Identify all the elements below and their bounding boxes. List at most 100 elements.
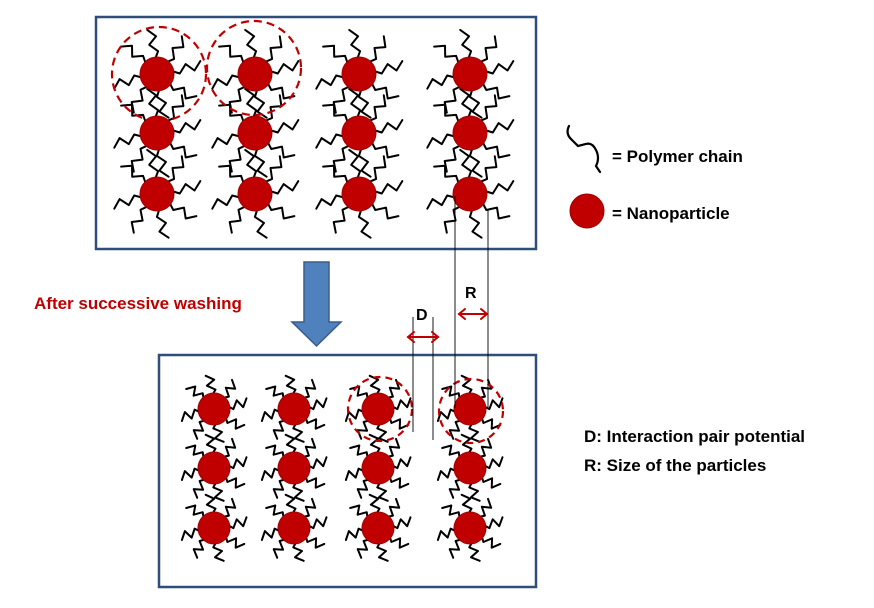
polymer-chain xyxy=(146,148,160,181)
polymer-chain xyxy=(376,421,389,443)
polymer-chain xyxy=(468,421,481,443)
polymer-chain xyxy=(228,144,248,173)
nanoparticle xyxy=(197,392,231,426)
polymer-chain xyxy=(266,81,296,100)
polymer-chain xyxy=(481,201,511,220)
polymer-chain xyxy=(113,194,144,210)
polymer-chain xyxy=(146,28,160,61)
polymer-chain xyxy=(426,74,457,90)
nanoparticle xyxy=(341,176,377,212)
nanoparticle xyxy=(277,511,311,545)
polymer-chain xyxy=(165,155,185,184)
polymer-chain xyxy=(226,516,248,530)
polymer-chain xyxy=(478,94,498,123)
polymer-chain xyxy=(301,437,317,458)
polymer-chain xyxy=(480,415,502,430)
polymer-chain xyxy=(443,205,463,234)
polymer-chain xyxy=(468,146,483,178)
polymer-chain xyxy=(266,201,296,220)
nanoparticle xyxy=(237,115,273,151)
polymer-chain xyxy=(370,201,400,220)
polymer-chain xyxy=(388,474,410,489)
polymer-chain xyxy=(226,456,248,470)
polymer-chain xyxy=(482,397,504,411)
nanoparticle xyxy=(452,115,488,151)
polymer-chain xyxy=(268,180,300,195)
nanoparticle xyxy=(452,56,488,92)
polymer-chain xyxy=(212,540,225,562)
polymer-chain xyxy=(292,480,305,502)
polymer-chain xyxy=(221,497,237,518)
polymer-chain xyxy=(332,85,352,114)
polymer-chain xyxy=(130,85,150,114)
polymer-chain xyxy=(443,144,463,173)
polymer-chain xyxy=(315,74,346,90)
polymer-chain xyxy=(356,478,371,499)
polymer-chain xyxy=(263,35,283,64)
polymer-chain xyxy=(284,433,297,456)
polymer-chain xyxy=(482,456,504,470)
polymer-chain xyxy=(376,540,389,562)
definition-r: R: Size of the particles xyxy=(584,456,766,475)
polymer-chain xyxy=(481,140,511,159)
polymer-chain xyxy=(459,87,473,120)
polymer-chain xyxy=(368,433,381,456)
polymer-chain xyxy=(155,87,170,119)
polymer-chain xyxy=(367,94,387,123)
polymer-chain xyxy=(322,44,349,65)
polymer-chain xyxy=(155,146,170,178)
polymer-chain xyxy=(483,119,515,134)
polymer-chain xyxy=(170,60,202,75)
interaction-circle xyxy=(346,375,414,443)
polymer-chain xyxy=(155,207,170,239)
polymer-chain xyxy=(481,81,511,100)
nanoparticle xyxy=(237,56,273,92)
polymer-chain xyxy=(185,504,205,520)
polymer-chain xyxy=(272,538,287,559)
polymer-chain xyxy=(356,419,371,440)
nanoparticle xyxy=(453,392,487,426)
polymer-chain xyxy=(165,35,185,64)
nanoparticle xyxy=(452,176,488,212)
polymer-chain xyxy=(357,207,372,239)
polymer-chain xyxy=(390,456,412,470)
polymer-chain xyxy=(268,119,300,134)
polymer-chain xyxy=(460,433,473,456)
nanoparticle xyxy=(197,451,231,485)
polymer-chain xyxy=(433,103,460,124)
polymer-chain xyxy=(356,538,371,559)
polymer-chain xyxy=(468,87,483,119)
polymer-chain xyxy=(180,527,202,541)
polymer-chain xyxy=(120,164,147,185)
polymer-chain xyxy=(349,504,369,520)
top-panel-frame xyxy=(94,15,538,251)
polymer-chain xyxy=(426,194,457,210)
polymer-chain xyxy=(244,148,258,181)
polymer-chain xyxy=(385,497,401,518)
nanoparticle xyxy=(341,56,377,92)
polymer-chain xyxy=(483,60,515,75)
polymer-chain xyxy=(268,60,300,75)
polymer-chain xyxy=(253,207,268,239)
polymer-chain xyxy=(448,478,463,499)
polymer-chain xyxy=(265,385,285,401)
polymer-chain xyxy=(468,540,481,562)
polymer-chain xyxy=(304,534,326,549)
polymer-chain xyxy=(460,493,473,516)
polymer-chain xyxy=(212,480,225,502)
polymer-chain xyxy=(368,374,381,397)
interaction-circle xyxy=(110,25,208,123)
polymer-chain xyxy=(224,534,246,549)
nanoparticle xyxy=(139,176,175,212)
polymer-chain xyxy=(332,144,352,173)
polymer-chain xyxy=(390,516,412,530)
polymer-chain xyxy=(344,467,366,481)
interaction-circle xyxy=(205,19,303,117)
polymer-chain xyxy=(265,444,285,460)
polymer-chain xyxy=(185,385,205,401)
polymer-chain xyxy=(204,433,217,456)
polymer-chain xyxy=(478,155,498,184)
nanoparticle xyxy=(341,115,377,151)
polymer-chain xyxy=(436,408,458,422)
nanoparticle-legend-icon xyxy=(569,193,605,229)
